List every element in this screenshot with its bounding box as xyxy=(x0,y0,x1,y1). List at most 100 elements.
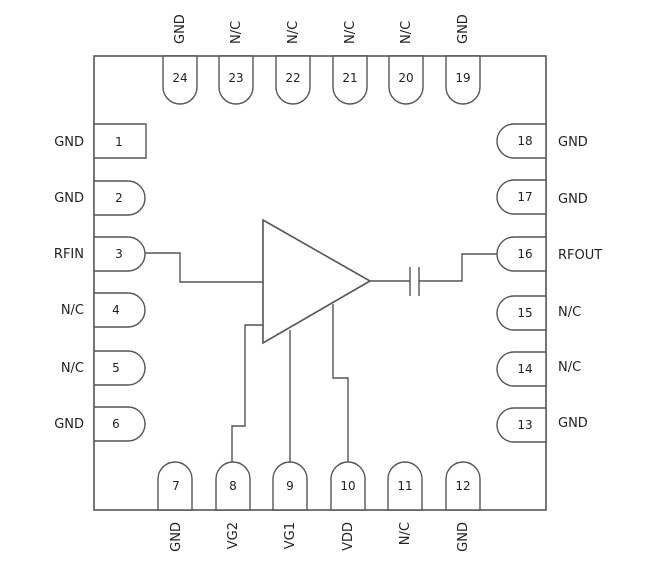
pin-pad xyxy=(496,351,547,387)
amplifier-triangle xyxy=(262,218,372,345)
vg2-trace xyxy=(231,324,263,462)
pin-19: 19 GND xyxy=(445,14,481,105)
pin-label: VG2 xyxy=(226,522,241,549)
pin-4: 4 N/C xyxy=(61,292,146,328)
pin-pad xyxy=(93,236,146,272)
pin-21: 21 N/C xyxy=(332,21,368,105)
pin-pad xyxy=(93,350,146,386)
pin-pad xyxy=(388,55,424,105)
pin-2: 2 GND xyxy=(54,180,146,216)
pin-label: N/C xyxy=(286,21,301,44)
pin-label: GND xyxy=(558,192,588,207)
pin-pad xyxy=(93,406,146,442)
pin-number: 10 xyxy=(340,479,355,493)
pin-label: GND xyxy=(54,135,84,150)
pin-number: 11 xyxy=(397,479,412,493)
pin-number: 7 xyxy=(172,479,180,493)
pin-label: N/C xyxy=(61,361,84,376)
pin-number: 9 xyxy=(286,479,294,493)
pin-number: 16 xyxy=(517,247,532,261)
pin-pad xyxy=(157,461,193,511)
pin-pad xyxy=(162,55,198,105)
pin-22: 22 N/C xyxy=(275,21,311,105)
pin-pad xyxy=(445,55,481,105)
pin-9: 9 VG1 xyxy=(272,461,308,549)
pin-label: N/C xyxy=(343,21,358,44)
pin-number: 20 xyxy=(398,71,413,85)
pin-number: 18 xyxy=(517,134,532,148)
pin-number: 4 xyxy=(112,303,120,317)
vdd-trace xyxy=(332,304,349,462)
pin-number: 23 xyxy=(228,71,243,85)
pin-label: RFIN xyxy=(54,247,84,262)
pin-label: N/C xyxy=(558,305,581,320)
pin-3: 3 RFIN xyxy=(54,236,146,272)
pin-number: 15 xyxy=(517,306,532,320)
pin-label: N/C xyxy=(229,21,244,44)
pin-label: GND xyxy=(558,135,588,150)
pin-pad xyxy=(445,461,481,511)
pin-number: 22 xyxy=(285,71,300,85)
pin-label: GND xyxy=(54,417,84,432)
pin-6: 6 GND xyxy=(54,406,146,442)
pin-label: GND xyxy=(558,416,588,431)
pin-17: 17 GND xyxy=(496,179,588,215)
pin-pad xyxy=(387,461,423,511)
pin-12: 12 GND xyxy=(445,461,481,552)
pin-label: N/C xyxy=(399,21,414,44)
pin-number: 21 xyxy=(342,71,357,85)
pin-14: 14 N/C xyxy=(496,351,581,387)
pin-number: 17 xyxy=(517,190,532,204)
pin-7: 7 GND xyxy=(157,461,193,552)
pin-5: 5 N/C xyxy=(61,350,146,386)
pin-pad xyxy=(496,236,547,272)
pin-number: 3 xyxy=(115,247,123,261)
pin-number: 5 xyxy=(112,361,120,375)
pin-label: GND xyxy=(169,522,184,552)
rfin-trace xyxy=(145,252,263,283)
pin-16: 16 RFOUT xyxy=(496,236,602,272)
pin-pad xyxy=(330,461,366,511)
pin-label: N/C xyxy=(398,522,413,545)
pin-label: GND xyxy=(456,522,471,552)
pin-label: N/C xyxy=(558,360,581,375)
pin-number: 14 xyxy=(517,362,532,376)
pin-pad xyxy=(93,292,146,328)
pin-1: 1 GND xyxy=(54,123,147,159)
pin-number: 13 xyxy=(517,418,532,432)
pin-pad xyxy=(272,461,308,511)
pin-number: 8 xyxy=(229,479,237,493)
pin-13: 13 GND xyxy=(496,407,588,443)
pin-10: 10 VDD xyxy=(330,461,366,551)
pin-pad xyxy=(93,123,147,159)
pin-pad xyxy=(496,295,547,331)
pin-pad xyxy=(93,180,146,216)
pin-label: RFOUT xyxy=(558,248,602,263)
pin-label: VG1 xyxy=(283,522,298,549)
pin-pad xyxy=(332,55,368,105)
pin-number: 2 xyxy=(115,191,123,205)
package-outline xyxy=(93,55,547,511)
pin-8: 8 VG2 xyxy=(215,461,251,549)
pin-label: VDD xyxy=(341,522,356,551)
pin-15: 15 N/C xyxy=(496,295,581,331)
pin-24: 24 GND xyxy=(162,14,198,105)
pin-label: N/C xyxy=(61,303,84,318)
pin-18: 18 GND xyxy=(496,123,588,159)
pin-number: 6 xyxy=(112,417,120,431)
pin-number: 19 xyxy=(455,71,470,85)
pin-20: 20 N/C xyxy=(388,21,424,105)
pin-pad xyxy=(215,461,251,511)
pin-pad xyxy=(218,55,254,105)
pin-pad xyxy=(496,179,547,215)
pin-pad xyxy=(496,123,547,159)
pin-11: 11 N/C xyxy=(387,461,423,545)
pin-pad xyxy=(275,55,311,105)
pin-label: GND xyxy=(173,14,188,44)
pin-label: GND xyxy=(54,191,84,206)
pin-number: 12 xyxy=(455,479,470,493)
pin-label: GND xyxy=(456,14,471,44)
pin-number: 1 xyxy=(115,135,123,149)
pin-pad xyxy=(496,407,547,443)
